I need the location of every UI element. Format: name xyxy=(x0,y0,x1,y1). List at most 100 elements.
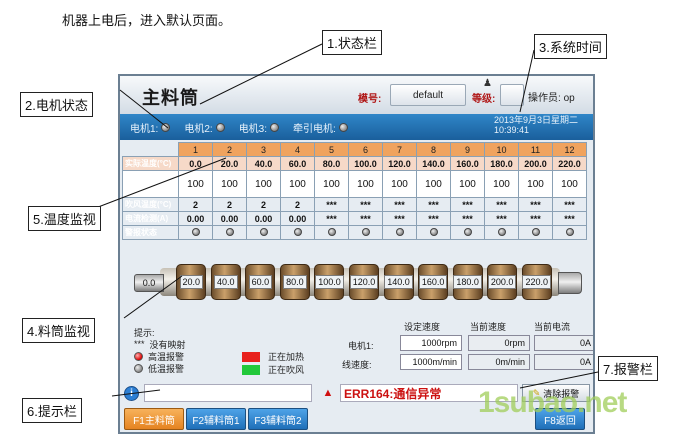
current-cell: *** xyxy=(382,211,417,226)
blow-temp-cell: *** xyxy=(450,197,485,212)
alarm-led-icon xyxy=(225,227,234,236)
line-speed-label: 线速度: xyxy=(342,360,372,370)
alarm-led-icon xyxy=(395,227,404,236)
motor3-led-icon xyxy=(270,122,280,132)
motor1-speed-label: 电机1: xyxy=(348,341,374,351)
callout-temp-monitor: 5.温度监视 xyxy=(28,206,101,231)
actual-temp-cell: 160.0 xyxy=(450,156,485,171)
current-cell: *** xyxy=(416,211,451,226)
blow-temp-cell: *** xyxy=(552,197,587,212)
alarm-state-cell xyxy=(382,225,417,240)
back-button[interactable]: F8返回 xyxy=(535,408,585,430)
alarm-state-cell xyxy=(416,225,451,240)
clock-date: 2013年9月3日星期二 xyxy=(494,115,579,125)
barrel-segment: 140.0 xyxy=(383,264,414,300)
set-temp-cell[interactable]: 100 xyxy=(484,170,519,198)
current-cell: 0.00 xyxy=(212,211,247,226)
motor1-current-speed: 0rpm xyxy=(468,335,530,351)
level-field[interactable] xyxy=(500,84,524,106)
motor1-status: 电机1: xyxy=(130,120,171,135)
actual-temp-cell: 60.0 xyxy=(280,156,315,171)
set-temp-cell[interactable]: 100 xyxy=(552,170,587,198)
current-speed-header: 当前速度 xyxy=(470,322,507,332)
alarm-led-icon xyxy=(293,227,302,236)
barrel-segment: 120.0 xyxy=(349,264,379,300)
blow-temp-cell: 2 xyxy=(212,197,247,212)
current-cell: *** xyxy=(552,211,587,226)
barrel-segment: 40.0 xyxy=(210,264,241,300)
set-temp-cell[interactable]: 100 xyxy=(348,170,383,198)
row-label-set: 设定温度(°C) xyxy=(122,170,179,198)
actual-temp-cell: 220.0 xyxy=(552,156,587,171)
current-cell: *** xyxy=(314,211,349,226)
barrel-segment: 100.0 xyxy=(314,264,345,300)
info-icon[interactable]: i xyxy=(124,386,139,401)
actual-temp-cell: 0.0 xyxy=(178,156,213,171)
row-label-actual: 实际温度(°C) xyxy=(122,156,179,171)
barrel-segment: 20.0 xyxy=(176,264,207,300)
set-temp-cell[interactable]: 100 xyxy=(450,170,485,198)
tab-aux-barrel-1[interactable]: F2辅料筒1 xyxy=(186,408,246,430)
mold-field[interactable]: default xyxy=(390,84,466,106)
current-cell: 0.00 xyxy=(178,211,213,226)
zone-header-cell: 6 xyxy=(348,142,383,157)
traction-motor-status: 牵引电机: xyxy=(293,120,348,135)
hint-title: 提示: xyxy=(134,327,155,338)
blow-temp-cell: *** xyxy=(382,197,417,212)
set-temp-cell[interactable]: 100 xyxy=(382,170,417,198)
blow-temp-cell: *** xyxy=(484,197,519,212)
set-temp-cell[interactable]: 100 xyxy=(518,170,553,198)
row-label-current: 电流检测(A) xyxy=(122,211,179,226)
alarm-state-cell xyxy=(212,225,247,240)
set-temp-cell[interactable]: 100 xyxy=(178,170,213,198)
set-temp-cell[interactable]: 100 xyxy=(280,170,315,198)
alarm-state-cell xyxy=(280,225,315,240)
barrel-tail xyxy=(558,272,582,294)
blowing-swatch xyxy=(242,364,260,375)
barrel-segment-temp: 120.0 xyxy=(349,275,379,289)
barrel-segment: 180.0 xyxy=(452,264,483,300)
zone-header-cell: 7 xyxy=(382,142,417,157)
set-temp-cell[interactable]: 100 xyxy=(314,170,349,198)
line-set-speed-input[interactable]: 1000m/min xyxy=(400,354,462,370)
clock-time: 10:39:41 xyxy=(494,125,530,135)
blow-temp-cell: *** xyxy=(348,197,383,212)
alarm-state-cell xyxy=(484,225,519,240)
current-cell: *** xyxy=(518,211,553,226)
barrel-segment-temp: 40.0 xyxy=(214,275,238,289)
alarm-led-icon xyxy=(259,227,268,236)
heat-blow-legend: 正在加热 正在吹风 xyxy=(242,350,304,376)
actual-temp-cell: 200.0 xyxy=(518,156,553,171)
set-temp-cell[interactable]: 100 xyxy=(246,170,281,198)
motor1-led-icon xyxy=(161,122,171,132)
zone-header-cell: 10 xyxy=(484,142,519,157)
alarm-message: ERR164:通信异常 xyxy=(340,384,518,402)
set-temp-cell[interactable]: 100 xyxy=(212,170,247,198)
traction-motor-label: 牵引电机: xyxy=(293,123,336,135)
blow-temp-cell: 2 xyxy=(280,197,315,212)
alarm-led-icon xyxy=(361,227,370,236)
actual-temp-cell: 20.0 xyxy=(212,156,247,171)
low-alarm-text: 低温报警 xyxy=(148,363,185,374)
alarm-led-icon xyxy=(327,227,336,236)
actual-temp-cell: 40.0 xyxy=(246,156,281,171)
operator-info: 操作员: op xyxy=(528,89,575,104)
system-clock: 2013年9月3日星期二 10:39:41 xyxy=(494,115,578,135)
current-cell: 0.00 xyxy=(246,211,281,226)
tab-main-barrel[interactable]: F1主料筒 xyxy=(124,408,184,430)
tab-aux-barrel-2[interactable]: F3辅料筒2 xyxy=(248,408,308,430)
actual-temp-cell: 100.0 xyxy=(348,156,383,171)
set-temp-cell[interactable]: 100 xyxy=(416,170,451,198)
callout-system-time: 3.系统时间 xyxy=(534,34,607,59)
blow-temp-cell: *** xyxy=(518,197,553,212)
barrel-segment: 220.0 xyxy=(521,264,552,300)
blow-temp-cell: *** xyxy=(314,197,349,212)
status-bar: 主料筒 模号: default 等级: ♟ 操作员: op xyxy=(120,76,593,114)
level-label: 等级: xyxy=(472,94,496,105)
barrel-segment-temp: 200.0 xyxy=(487,275,517,289)
current-cell: *** xyxy=(484,211,519,226)
callout-motor-status: 2.电机状态 xyxy=(20,92,93,117)
hint-title-row: 提示: xyxy=(134,326,186,338)
alarm-state-cell xyxy=(348,225,383,240)
motor1-set-speed-input[interactable]: 1000rpm xyxy=(400,335,462,351)
